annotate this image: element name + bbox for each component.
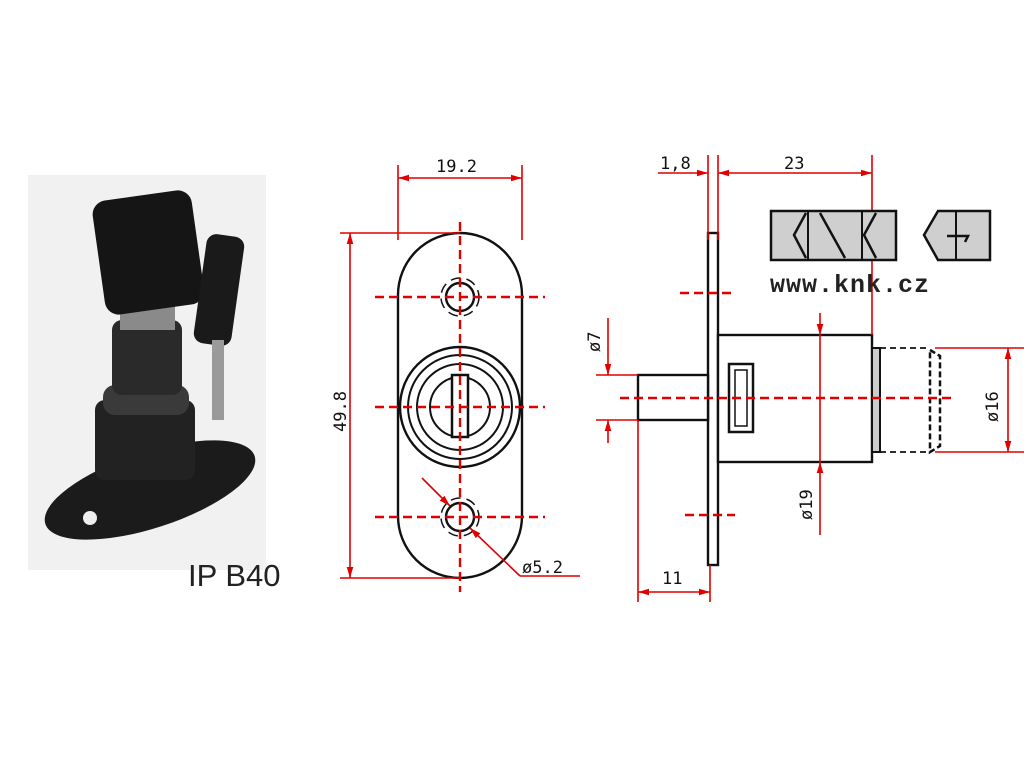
cap-diameter-label: ø16 xyxy=(983,391,1003,422)
body-diameter-label: ø19 xyxy=(797,489,817,520)
model-label: IP B40 xyxy=(188,558,281,593)
pin-length-label: 11 xyxy=(662,569,682,589)
width-dimension-label: 19.2 xyxy=(436,157,477,177)
plate-thickness-label: 1,8 xyxy=(660,154,691,174)
pin-diameter-label: ø7 xyxy=(585,332,605,352)
body-length-label: 23 xyxy=(784,154,804,174)
website-url: www.knk.cz xyxy=(770,271,930,300)
height-dimension-label: 49.8 xyxy=(331,391,351,432)
product-photo xyxy=(28,175,266,570)
knk-logo xyxy=(769,209,992,262)
side-view-drawing xyxy=(596,155,1024,602)
hole-diameter-label: ø5.2 xyxy=(522,558,563,578)
front-view-drawing xyxy=(340,165,580,592)
